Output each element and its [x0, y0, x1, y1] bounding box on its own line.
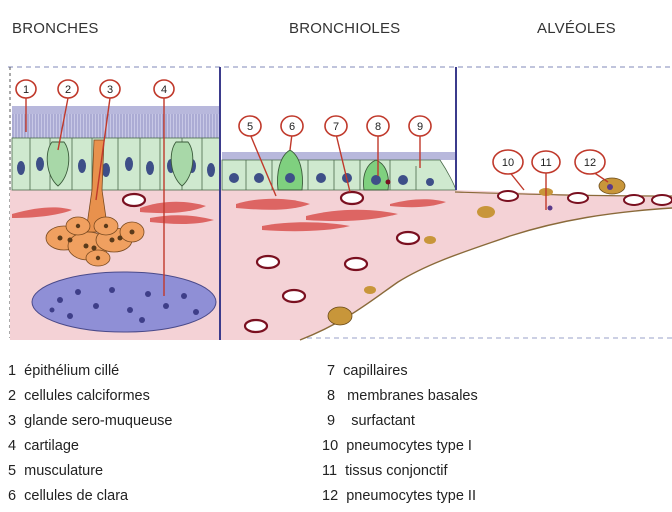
- marker-4: 4: [154, 80, 174, 98]
- marker-8: 8: [367, 116, 389, 136]
- legend-item-7: 7 capillaires: [327, 363, 408, 379]
- marker-label: 4: [161, 84, 167, 96]
- legend-item-6: 6 cellules de clara: [8, 488, 128, 504]
- marker-label: 8: [375, 121, 381, 133]
- marker-label: 2: [65, 84, 71, 96]
- marker-10: 10: [493, 150, 523, 174]
- legend-item-4: 4 cartilage: [8, 438, 79, 454]
- marker-5: 5: [239, 116, 261, 136]
- legend-item-5: 5 musculature: [8, 463, 103, 479]
- marker-11: 11: [532, 151, 560, 173]
- cilia-layer: [12, 112, 220, 138]
- legend-item-8: 8 membranes basales: [327, 388, 478, 404]
- marker-label: 11: [540, 157, 551, 169]
- marker-2: 2: [58, 80, 78, 98]
- marker-12: 12: [575, 150, 605, 174]
- legend-item-11: 11 tissus conjonctif: [322, 463, 447, 479]
- legend-item-10: 10 pneumocytes type I: [322, 438, 472, 454]
- marker-label: 10: [502, 157, 514, 169]
- marker-label: 6: [289, 121, 295, 133]
- mucus-layer: [12, 106, 220, 114]
- legend-item-3: 3 glande sero-muqueuse: [8, 413, 172, 429]
- marker-9: 9: [409, 116, 431, 136]
- marker-1: 1: [16, 80, 36, 98]
- marker-label: 5: [247, 121, 253, 133]
- marker-label: 1: [23, 84, 29, 96]
- bronchiole-mucus: [222, 152, 456, 160]
- marker-7: 7: [325, 116, 347, 136]
- marker-label: 12: [584, 157, 596, 169]
- legend-item-9: 9 surfactant: [327, 413, 415, 429]
- marker-label: 3: [107, 84, 113, 96]
- marker-label: 7: [333, 121, 339, 133]
- marker-label: 9: [417, 121, 423, 133]
- legend-item-1: 1 épithélium cillé: [8, 363, 119, 379]
- marker-6: 6: [281, 116, 303, 136]
- marker-3: 3: [100, 80, 120, 98]
- legend-item-2: 2 cellules calciformes: [8, 388, 150, 404]
- legend-item-12: 12 pneumocytes type II: [322, 488, 476, 504]
